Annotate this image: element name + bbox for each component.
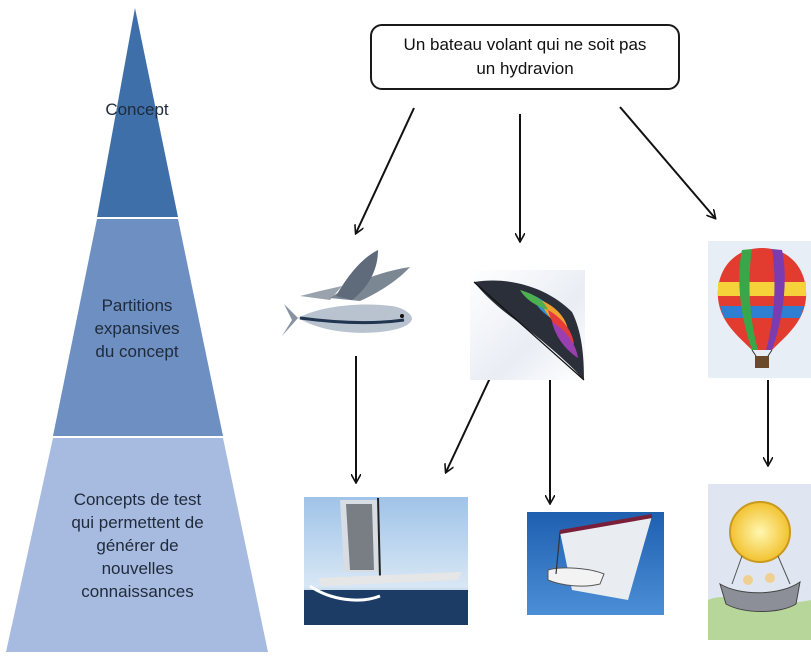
pyramid-label-tests-line-4: nouvelles — [101, 559, 174, 578]
pyramid-label-partitions-line-1: Partitions — [101, 296, 173, 315]
pyramid-level-concept — [97, 8, 178, 217]
root-concept-box: Un bateau volant qui ne soit pas un hydr… — [370, 24, 680, 90]
pyramid-label-tests-line-5: connaissances — [81, 582, 194, 601]
pyramid-label-partitions-line-3: du concept — [95, 342, 179, 361]
hot-air-balloon-image — [708, 241, 811, 378]
pyramid-label-tests-line-2: qui permettent de — [71, 513, 204, 532]
root-concept-line-2: un hydravion — [476, 59, 574, 78]
pyramid-label-partitions-line-2: expansives — [94, 319, 180, 338]
kite-wing-boat-image — [527, 512, 664, 615]
root-concept-line-1: Un bateau volant qui ne soit pas — [403, 35, 647, 54]
pyramid-label-tests-line-3: générer de — [96, 536, 179, 555]
balloon-boat-illustration-image — [708, 484, 811, 640]
pyramid-label-partitions: Partitions expansives du concept — [60, 294, 214, 363]
hydrofoil-trimaran-image — [304, 497, 468, 625]
flying-fish-image — [282, 250, 412, 336]
pyramid-label-tests: Concepts de test qui permettent de génér… — [40, 488, 235, 603]
pyramid-level-tests — [6, 438, 268, 652]
pyramid-level-partitions — [53, 219, 223, 436]
arrow-root-to-fish — [356, 107, 415, 233]
pyramid-label-concept: Concept — [70, 98, 204, 121]
pyramid-label-concept-line: Concept — [105, 100, 169, 119]
pyramid-label-tests-line-1: Concepts de test — [73, 490, 202, 509]
stunt-kite-image — [470, 270, 585, 381]
arrow-root-to-balloon — [619, 106, 715, 218]
